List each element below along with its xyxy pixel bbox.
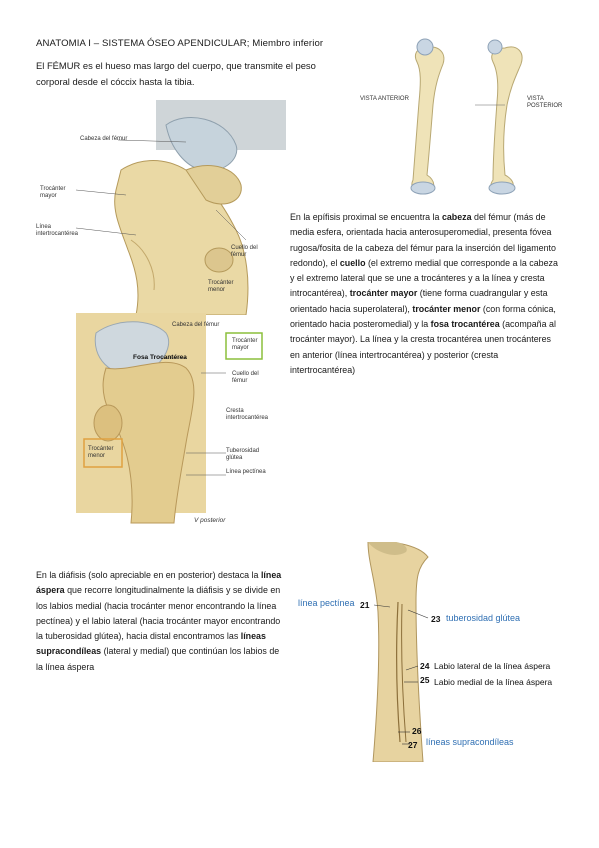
- femur-term: El FÉMUR: [36, 60, 81, 71]
- label-cuello-femur: Cuello del fémur: [231, 245, 258, 258]
- label-fosa-trocanterea: Fosa Trocantérea: [133, 354, 187, 361]
- label-cabeza-femur: Cabeza del fémur: [80, 136, 128, 142]
- shaft-illustration: [367, 541, 429, 763]
- epi-text-5: (con forma cónica, orientado hacia poste…: [290, 303, 556, 330]
- femur-shaft-figure: línea pectínea 21 23 tuberosidad glútea …: [298, 541, 588, 763]
- term-lineas-supracondileas: líneas supracondíleas: [36, 631, 266, 657]
- epi-text-6: (acompaña al trocánter mayor). La línea …: [290, 319, 556, 375]
- num-23: 23: [431, 614, 441, 624]
- epi-text-4: (tiene forma cuadrangular y esta orienta…: [290, 288, 548, 314]
- diaphysis-paragraph: En la diáfisis (solo apreciable en en po…: [36, 568, 288, 675]
- term-trocanter-menor: trocánter menor: [412, 303, 481, 314]
- term-linea-aspera: línea áspera: [36, 570, 282, 596]
- label-linea-pectinea: línea pectínea: [298, 598, 355, 608]
- epiphysis-paragraph: En la epífisis proximal se encuentra la …: [290, 210, 558, 378]
- label-posterior: VISTA POSTERIOR: [527, 96, 563, 109]
- num-27: 27: [408, 740, 418, 750]
- label-post-cuello: Cuello del fémur: [232, 371, 259, 384]
- label-trocanter-mayor: Trocánter mayor: [40, 186, 66, 199]
- dia-text-1: En la diáfisis (solo apreciable en en po…: [36, 570, 261, 580]
- label-post-trocanter-menor: Trocánter menor: [88, 446, 114, 459]
- femur-anterior-detail-figure: Cabeza del fémur Trocánter mayor Línea i…: [36, 100, 286, 316]
- label-trocanter-menor: Trocánter menor: [208, 280, 234, 293]
- epi-text-2: del fémur (más de media esfera, orientad…: [290, 212, 556, 268]
- intro-text: es el hueso mas largo del cuerpo, que tr…: [36, 60, 316, 87]
- label-post-cabeza: Cabeza del fémur: [172, 322, 220, 328]
- intro-paragraph: El FÉMUR es el hueso mas largo del cuerp…: [36, 58, 346, 89]
- anterior-detail-illustration: [75, 100, 286, 316]
- femur-illustration: [410, 38, 523, 195]
- label-tuberosidad-glutea-shaft: tuberosidad glútea: [446, 613, 521, 623]
- num-21: 21: [360, 600, 370, 610]
- num-25: 25: [420, 675, 430, 685]
- label-post-trocanter-mayor: Trocánter mayor: [232, 338, 258, 351]
- label-linea-pectinea: Línea pectínea: [226, 469, 266, 475]
- page-title: ANATOMIA I – SISTEMA ÓSEO APENDICULAR; M…: [36, 38, 324, 49]
- epi-text-3: (el extremo medial que corresponde a la …: [290, 257, 558, 299]
- epi-text-1: En la epífisis proximal se encuentra la: [290, 212, 442, 222]
- femur-views-figure: VISTA ANTERIOR VISTA POSTERIOR: [355, 30, 575, 200]
- term-trocanter-mayor: trocánter mayor: [349, 288, 418, 299]
- num-26: 26: [412, 726, 422, 736]
- num-24: 24: [420, 661, 430, 671]
- label-cresta-intertrocanterea: Cresta intertrocantérea: [226, 408, 269, 421]
- dia-text-3: (lateral y medial) que continúan los lab…: [36, 646, 280, 672]
- caption-v-posterior: V posterior: [194, 517, 226, 524]
- label-labio-medial: Labio medial de la línea áspera: [434, 677, 553, 687]
- label-linea-intertrocanterea: Línea intertrocantérea: [36, 224, 79, 237]
- label-anterior: VISTA ANTERIOR: [360, 96, 409, 102]
- term-fosa-trocanterea: fosa trocantérea: [430, 319, 500, 330]
- label-labio-lateral: Labio lateral de la línea áspera: [434, 661, 551, 671]
- label-tuberosidad-glutea: Tuberosidad glútea: [226, 448, 260, 461]
- femur-posterior-detail-figure: Cabeza del fémur Trocánter mayor Fosa Tr…: [76, 313, 286, 525]
- term-cabeza: cabeza: [441, 212, 472, 222]
- posterior-detail-illustration: [76, 313, 263, 524]
- dia-text-2: que recorre longitudinalmente la diáfisi…: [36, 585, 281, 642]
- label-lineas-supracondileas: líneas supracondíleas: [426, 737, 514, 747]
- term-cuello: cuello: [339, 257, 366, 268]
